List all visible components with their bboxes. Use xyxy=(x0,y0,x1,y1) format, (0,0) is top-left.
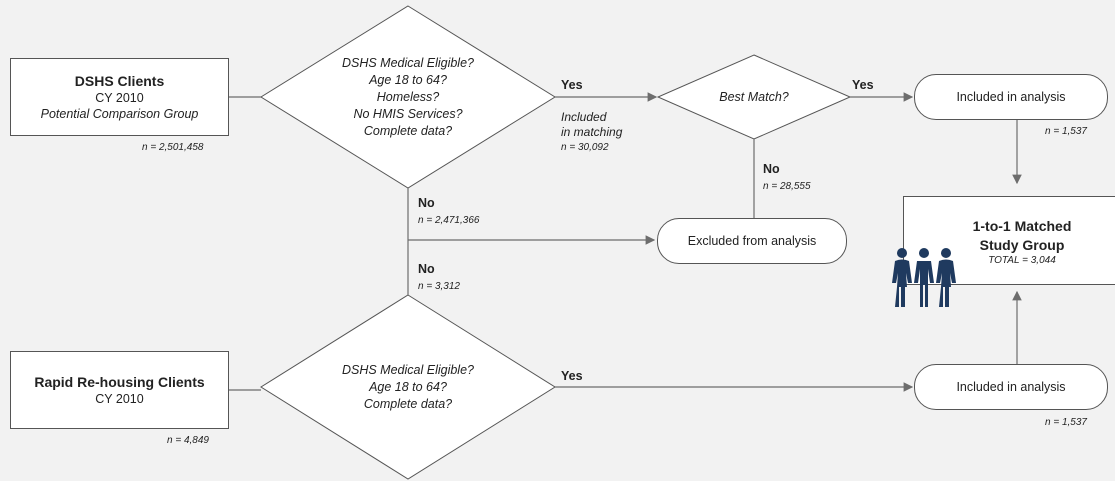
person-icon xyxy=(892,248,912,307)
diamond-bottom-line: Age 18 to 64? xyxy=(369,380,447,394)
people-icons xyxy=(892,248,956,307)
result-total: TOTAL = 3,044 xyxy=(988,255,1056,266)
dshs-year: CY 2010 xyxy=(95,91,144,105)
best-match-text: Best Match? xyxy=(719,90,789,104)
included-count: n = 30,092 xyxy=(561,142,609,153)
diamond-top-line: Complete data? xyxy=(363,124,453,138)
diamond-top-line: No HMIS Services? xyxy=(353,107,463,121)
included-in-matching-note: Included in matching xyxy=(561,110,622,140)
no-top-label: No xyxy=(418,196,435,210)
no-bottom-count: n = 3,312 xyxy=(418,281,460,292)
diamond-bottom-line: DSHS Medical Eligible? xyxy=(341,363,474,377)
included-analysis-bottom-pill: Included in analysis xyxy=(914,364,1108,410)
yes-bottom-label: Yes xyxy=(561,369,583,383)
yes-top-label: Yes xyxy=(561,78,583,92)
diamond-top-line: Homeless? xyxy=(376,90,440,104)
diamond-bottom-shape xyxy=(260,294,556,480)
no-bottom-label: No xyxy=(418,262,435,276)
dshs-desc: Potential Comparison Group xyxy=(40,107,199,121)
no-best-count: n = 28,555 xyxy=(763,181,811,192)
dshs-title: DSHS Clients xyxy=(74,73,165,89)
included-line2: in matching xyxy=(561,125,623,139)
included-analysis-top-pill: Included in analysis xyxy=(914,74,1108,120)
person-icon xyxy=(936,248,956,307)
dshs-clients-box: DSHS Clients CY 2010 Potential Compariso… xyxy=(10,58,229,136)
included-line1: Included xyxy=(561,110,607,124)
person-icon xyxy=(914,248,934,307)
yes-best-label: Yes xyxy=(852,78,874,92)
included-top-count: n = 1,537 xyxy=(1045,126,1087,137)
no-best-label: No xyxy=(763,162,780,176)
diamond-top-line: DSHS Medical Eligible? xyxy=(341,56,474,70)
dshs-count: n = 2,501,458 xyxy=(142,142,204,153)
diamond-bottom-text: DSHS Medical Eligible? Age 18 to 64? Com… xyxy=(308,362,508,413)
diamond-top-text: DSHS Medical Eligible? Age 18 to 64? Hom… xyxy=(308,55,508,140)
diamond-top-line: Age 18 to 64? xyxy=(369,73,447,87)
rrh-title: Rapid Re-housing Clients xyxy=(34,374,205,390)
included-bottom-count: n = 1,537 xyxy=(1045,417,1087,428)
rrh-year: CY 2010 xyxy=(95,392,144,406)
excluded-analysis-pill: Excluded from analysis xyxy=(657,218,847,264)
result-line1: 1-to-1 Matched xyxy=(972,218,1072,234)
diamond-bottom-line: Complete data? xyxy=(363,397,453,411)
no-top-count: n = 2,471,366 xyxy=(418,215,480,226)
result-line2: Study Group xyxy=(979,237,1065,253)
rrh-count: n = 4,849 xyxy=(167,435,209,446)
rrh-clients-box: Rapid Re-housing Clients CY 2010 xyxy=(10,351,229,429)
